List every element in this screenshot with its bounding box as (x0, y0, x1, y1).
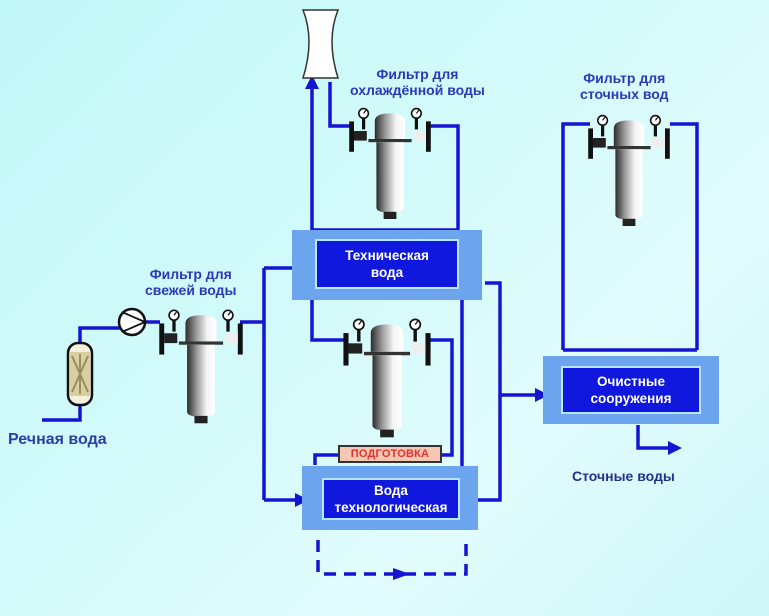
technical-water-block: Техническая вода (292, 230, 482, 300)
treatment-facilities-block: Очистные сооружения (543, 356, 719, 424)
pipe-process-recirculation-dashed (316, 540, 468, 576)
treatment-label-2: сооружения (590, 391, 672, 406)
pipe-tech-to-process-filter (310, 298, 348, 342)
pipe-wastewater-out (636, 425, 682, 455)
pump-icon (117, 307, 148, 337)
fresh-water-filter-label: Фильтр для свежей воды (145, 266, 237, 298)
wastewater-filter-label: Фильтр для сточных вод (580, 70, 669, 102)
pipe-process-filter-to-prep (430, 338, 454, 457)
pipe-river-inlet (42, 404, 82, 422)
pipe-treatment-to-ww-filter (561, 122, 590, 350)
pipe-prep-left (313, 453, 340, 465)
preparation-label: ПОДГОТОВКА (338, 445, 442, 463)
wastewater-out-label: Сточные воды (572, 468, 675, 484)
pipe-to-treatment (485, 281, 549, 402)
cooling-tower-icon (301, 9, 340, 79)
technical-water-label-2: вода (370, 265, 404, 280)
river-water-label: Речная вода (8, 431, 107, 448)
pipe-ww-filter-return (670, 122, 699, 350)
prefilter-cartridge-icon (66, 341, 94, 407)
treatment-label-1: Очистные (597, 374, 665, 389)
arrow-recirculation (393, 568, 410, 580)
wastewater-filter-icon (587, 114, 671, 227)
fresh-water-filter-icon (158, 309, 244, 425)
pipe-tower-to-filter (328, 82, 352, 128)
process-water-block: Вода технологическая (302, 466, 478, 530)
technical-water-label-1: Техническая (345, 248, 429, 263)
pipe-cooled-filter-return (430, 124, 460, 230)
process-water-filter-icon (342, 318, 432, 439)
cooled-water-filter-icon (348, 107, 432, 220)
process-water-label-1: Вода (374, 483, 408, 498)
pipe-prefilter-pump (78, 326, 120, 346)
process-water-label-2: технологическая (334, 500, 448, 515)
cooled-water-filter-label: Фильтр для охлаждённой воды (350, 66, 485, 98)
pipe-process-to-treatment (478, 395, 502, 502)
